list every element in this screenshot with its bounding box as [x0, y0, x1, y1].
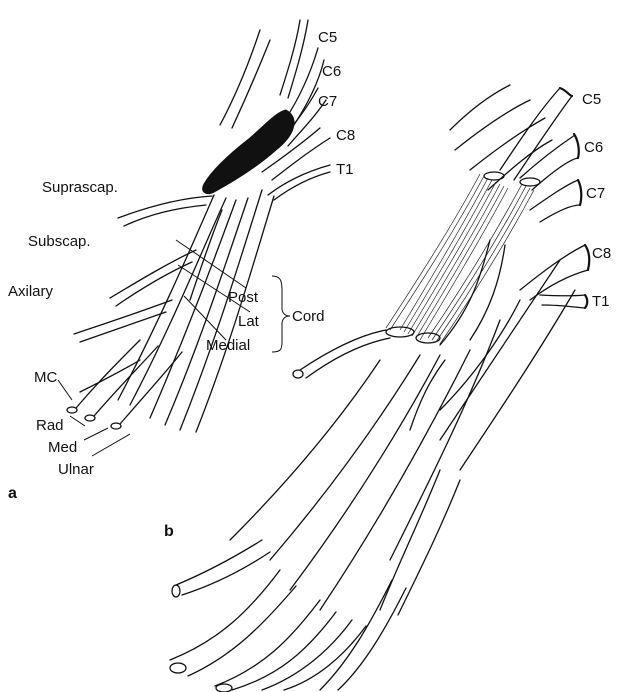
a-branch-rad: Rad [36, 417, 64, 434]
a-root-c5: C5 [318, 29, 337, 46]
a-branch-med: Med [48, 439, 77, 456]
a-cord-lat: Lat [238, 313, 260, 330]
a-root-t1: T1 [336, 161, 354, 178]
a-branch-mc: MC [34, 369, 57, 386]
a-branch-ulnar: Ulnar [58, 461, 94, 478]
a-branch-axilary: Axilary [8, 283, 54, 300]
b-root-t1: T1 [592, 293, 610, 310]
a-cord-group-label: Cord [292, 308, 325, 325]
a-root-c8: C8 [336, 127, 355, 144]
nerve-graft-bundle [386, 172, 540, 345]
a-cord-medial: Medial [206, 337, 250, 354]
b-root-c7: C7 [586, 185, 605, 202]
neuroma-lesion [203, 110, 294, 194]
b-root-c8: C8 [592, 245, 611, 262]
a-cord-post: Post [228, 289, 259, 306]
a-root-c7: C7 [318, 93, 337, 110]
panel-b-label: b [164, 523, 174, 540]
b-root-c5: C5 [582, 91, 601, 108]
a-branch-subscap: Subscap. [28, 233, 91, 250]
a-root-c6: C6 [322, 63, 341, 80]
panel-a-drawing [58, 20, 330, 456]
b-root-c6: C6 [584, 139, 603, 156]
panel-a-label: a [8, 485, 17, 502]
a-branch-suprascap: Suprascap. [42, 179, 118, 196]
